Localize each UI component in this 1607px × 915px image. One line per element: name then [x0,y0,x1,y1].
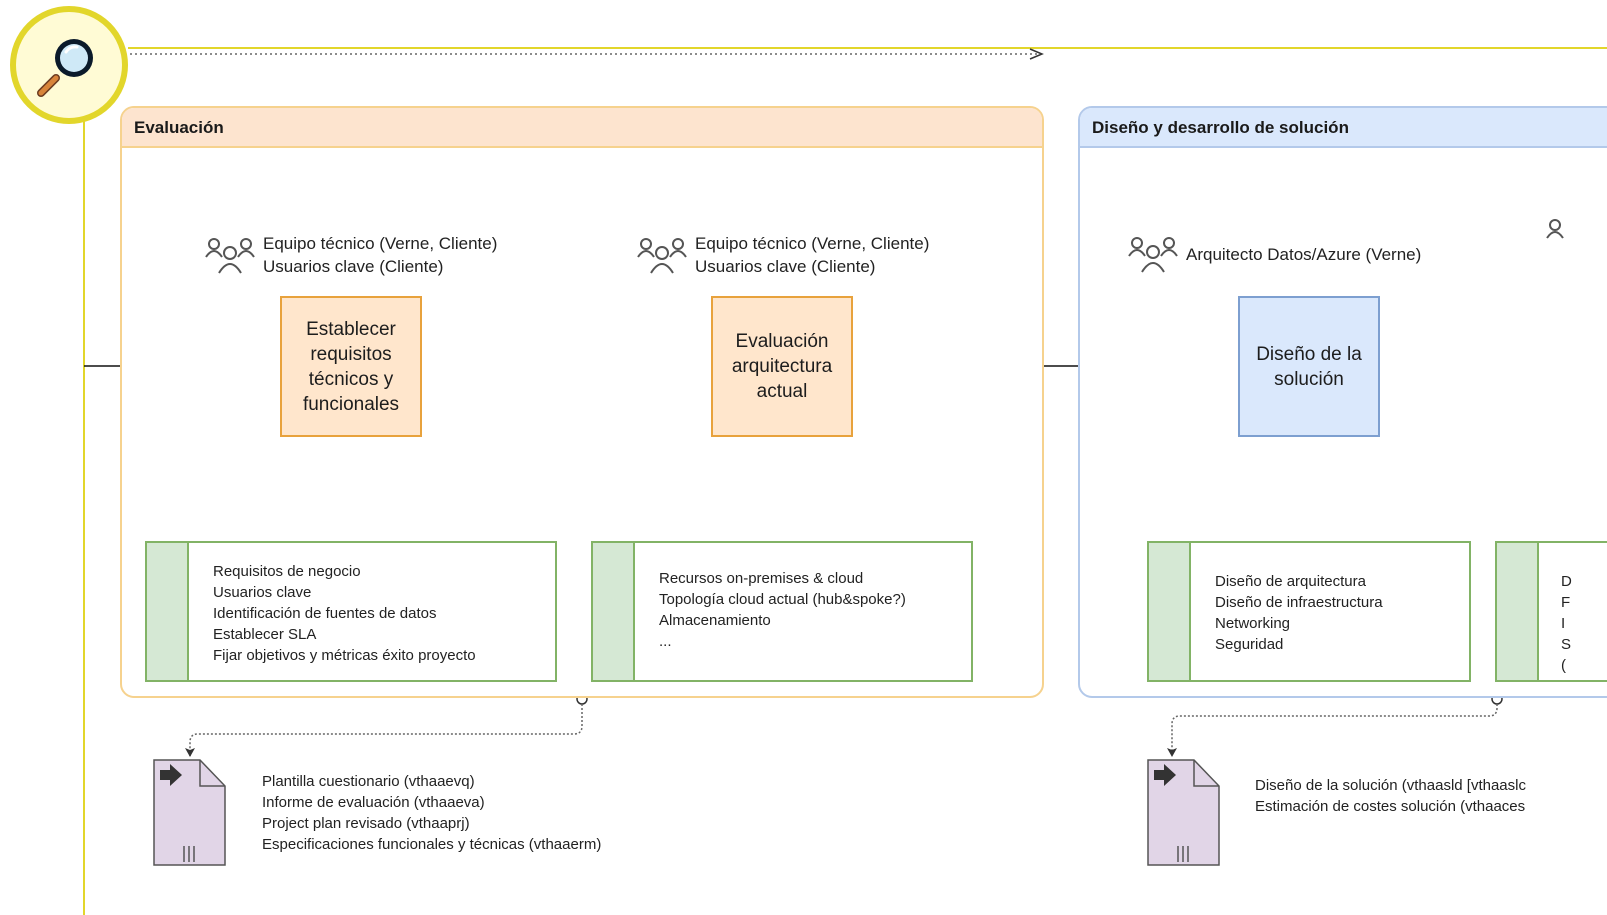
deliverables-evaluacion: Plantilla cuestionario (vthaaevq) Inform… [262,771,601,855]
list-item: ( [1561,657,1566,674]
document-icon [1147,759,1220,866]
list-item: Especificaciones funcionales y técnicas … [262,836,602,853]
actor-task1-line2: Usuarios clave (Cliente) [263,257,444,276]
lane2-deliverable-connector [1167,704,1498,757]
actor-task1-line1: Equipo técnico (Verne, Cliente) [263,234,498,253]
users-icon [1128,237,1178,273]
note-task1: Requisitos de negocio Usuarios clave Ide… [145,541,557,682]
list-item: Diseño de arquitectura [1215,573,1366,590]
list-item: F [1561,594,1571,611]
actor-task3: Arquitecto Datos/Azure (Verne) [1128,234,1421,274]
actor-task3-line1: Arquitecto Datos/Azure (Verne) [1186,244,1422,264]
note-strip [1497,543,1539,680]
note-task4-partial: D F I S ( [1495,541,1607,682]
search-badge [10,6,128,124]
list-item: I [1561,615,1566,632]
actor-task2: Equipo técnico (Verne, Cliente) Usuarios… [637,232,929,278]
actor-task2-line1: Equipo técnico (Verne, Cliente) [695,234,930,253]
actor-task2-line2: Usuarios clave (Cliente) [695,257,876,276]
phase-diseno-title: Diseño y desarrollo de solución [1080,108,1607,148]
list-item: Informe de evaluación (vthaaeva) [262,794,485,811]
list-item: Plantilla cuestionario (vthaaevq) [262,773,475,790]
note-task1-list: Requisitos de negocio Usuarios clave Ide… [213,561,476,666]
list-item: S [1561,636,1572,653]
note-strip [147,543,189,680]
list-item: Fijar objetivos y métricas éxito proyect… [213,647,476,664]
task-diseno-solucion[interactable]: Diseño de la solución [1238,296,1380,437]
list-item: Networking [1215,615,1291,632]
list-item: Usuarios clave [213,584,312,601]
task-establecer-requisitos[interactable]: Establecer requisitos técnicos y funcion… [280,296,422,437]
users-icon [637,238,687,274]
note-task2-list: Recursos on-premises & cloud Topología c… [659,568,906,652]
list-item: Diseño de infraestructura [1215,594,1383,611]
lane1-deliverable-connector [185,704,583,757]
list-item: Identificación de fuentes de datos [213,605,437,622]
document-icon [153,759,226,866]
task-evaluacion-arquitectura[interactable]: Evaluación arquitectura actual [711,296,853,437]
note-task4-partial-list: D F I S ( [1561,571,1572,676]
phase-evaluacion-title: Evaluación [122,108,1042,148]
list-item: ... [659,633,672,650]
list-item: D [1561,573,1572,590]
users-icon-partial [1546,219,1564,239]
list-item: Recursos on-premises & cloud [659,570,864,587]
note-task3: Diseño de arquitectura Diseño de infraes… [1147,541,1471,682]
magnifier-icon [37,39,93,97]
list-item: Topología cloud actual (hub&spoke?) [659,591,906,608]
note-task2: Recursos on-premises & cloud Topología c… [591,541,973,682]
list-item: Almacenamiento [659,612,771,629]
note-task3-list: Diseño de arquitectura Diseño de infraes… [1215,571,1383,655]
note-strip [593,543,635,680]
list-item: Requisitos de negocio [213,563,361,580]
list-item: Seguridad [1215,636,1284,653]
list-item: Diseño de la solución (vthaasld [vthaasl… [1255,777,1526,794]
users-icon [205,238,255,274]
list-item: Estimación de costes solución (vthaaces [1255,798,1526,815]
list-item: Project plan revisado (vthaaprj) [262,815,470,832]
list-item: Establecer SLA [213,626,317,643]
note-strip [1149,543,1191,680]
deliverables-diseno: Diseño de la solución (vthaasld [vthaasl… [1255,775,1526,817]
actor-task1: Equipo técnico (Verne, Cliente) Usuarios… [205,232,497,278]
